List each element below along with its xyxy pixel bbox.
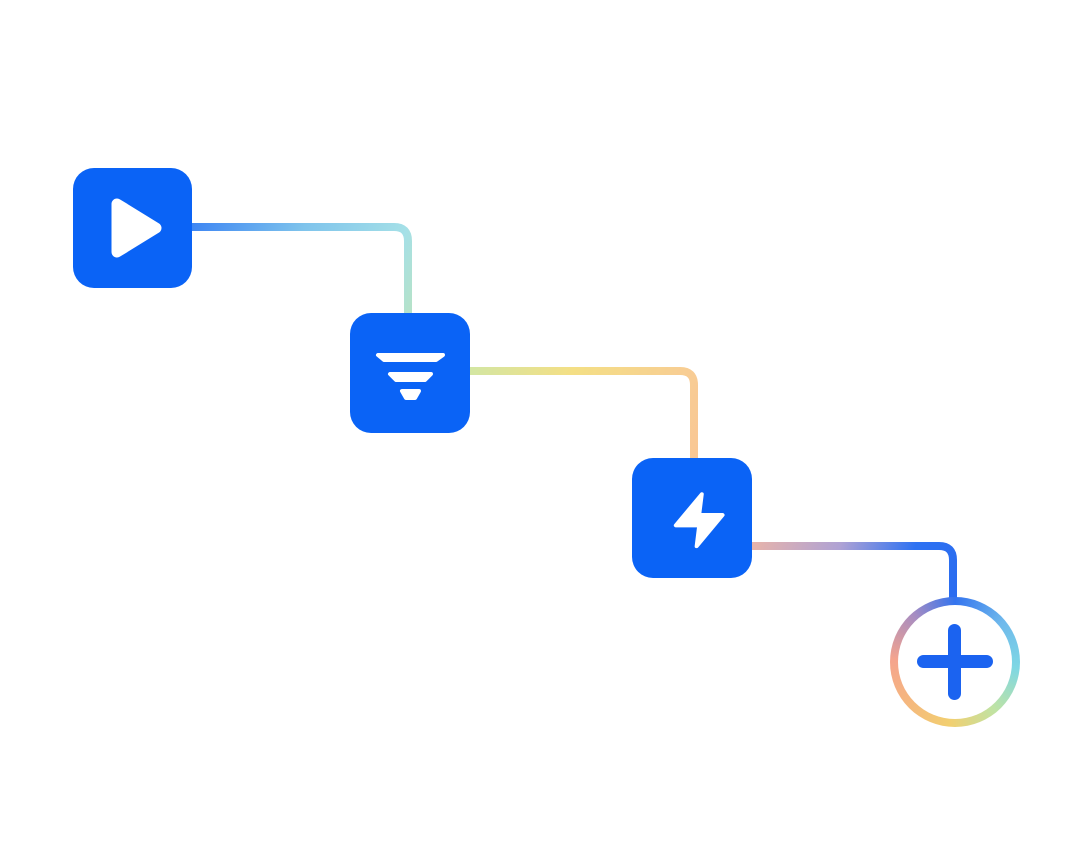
- connector-filter-to-action: [464, 367, 698, 462]
- plus-icon: [948, 624, 961, 700]
- connector-trigger-to-filter: [186, 223, 412, 318]
- play-icon: [111, 198, 162, 258]
- connector-action-to-add: [747, 542, 957, 604]
- add-step-button[interactable]: [890, 597, 1020, 727]
- filter-icon: [376, 353, 445, 400]
- filter-node[interactable]: [350, 313, 470, 433]
- lightning-icon: [673, 492, 725, 549]
- trigger-node[interactable]: [73, 168, 192, 288]
- action-node[interactable]: [632, 458, 752, 578]
